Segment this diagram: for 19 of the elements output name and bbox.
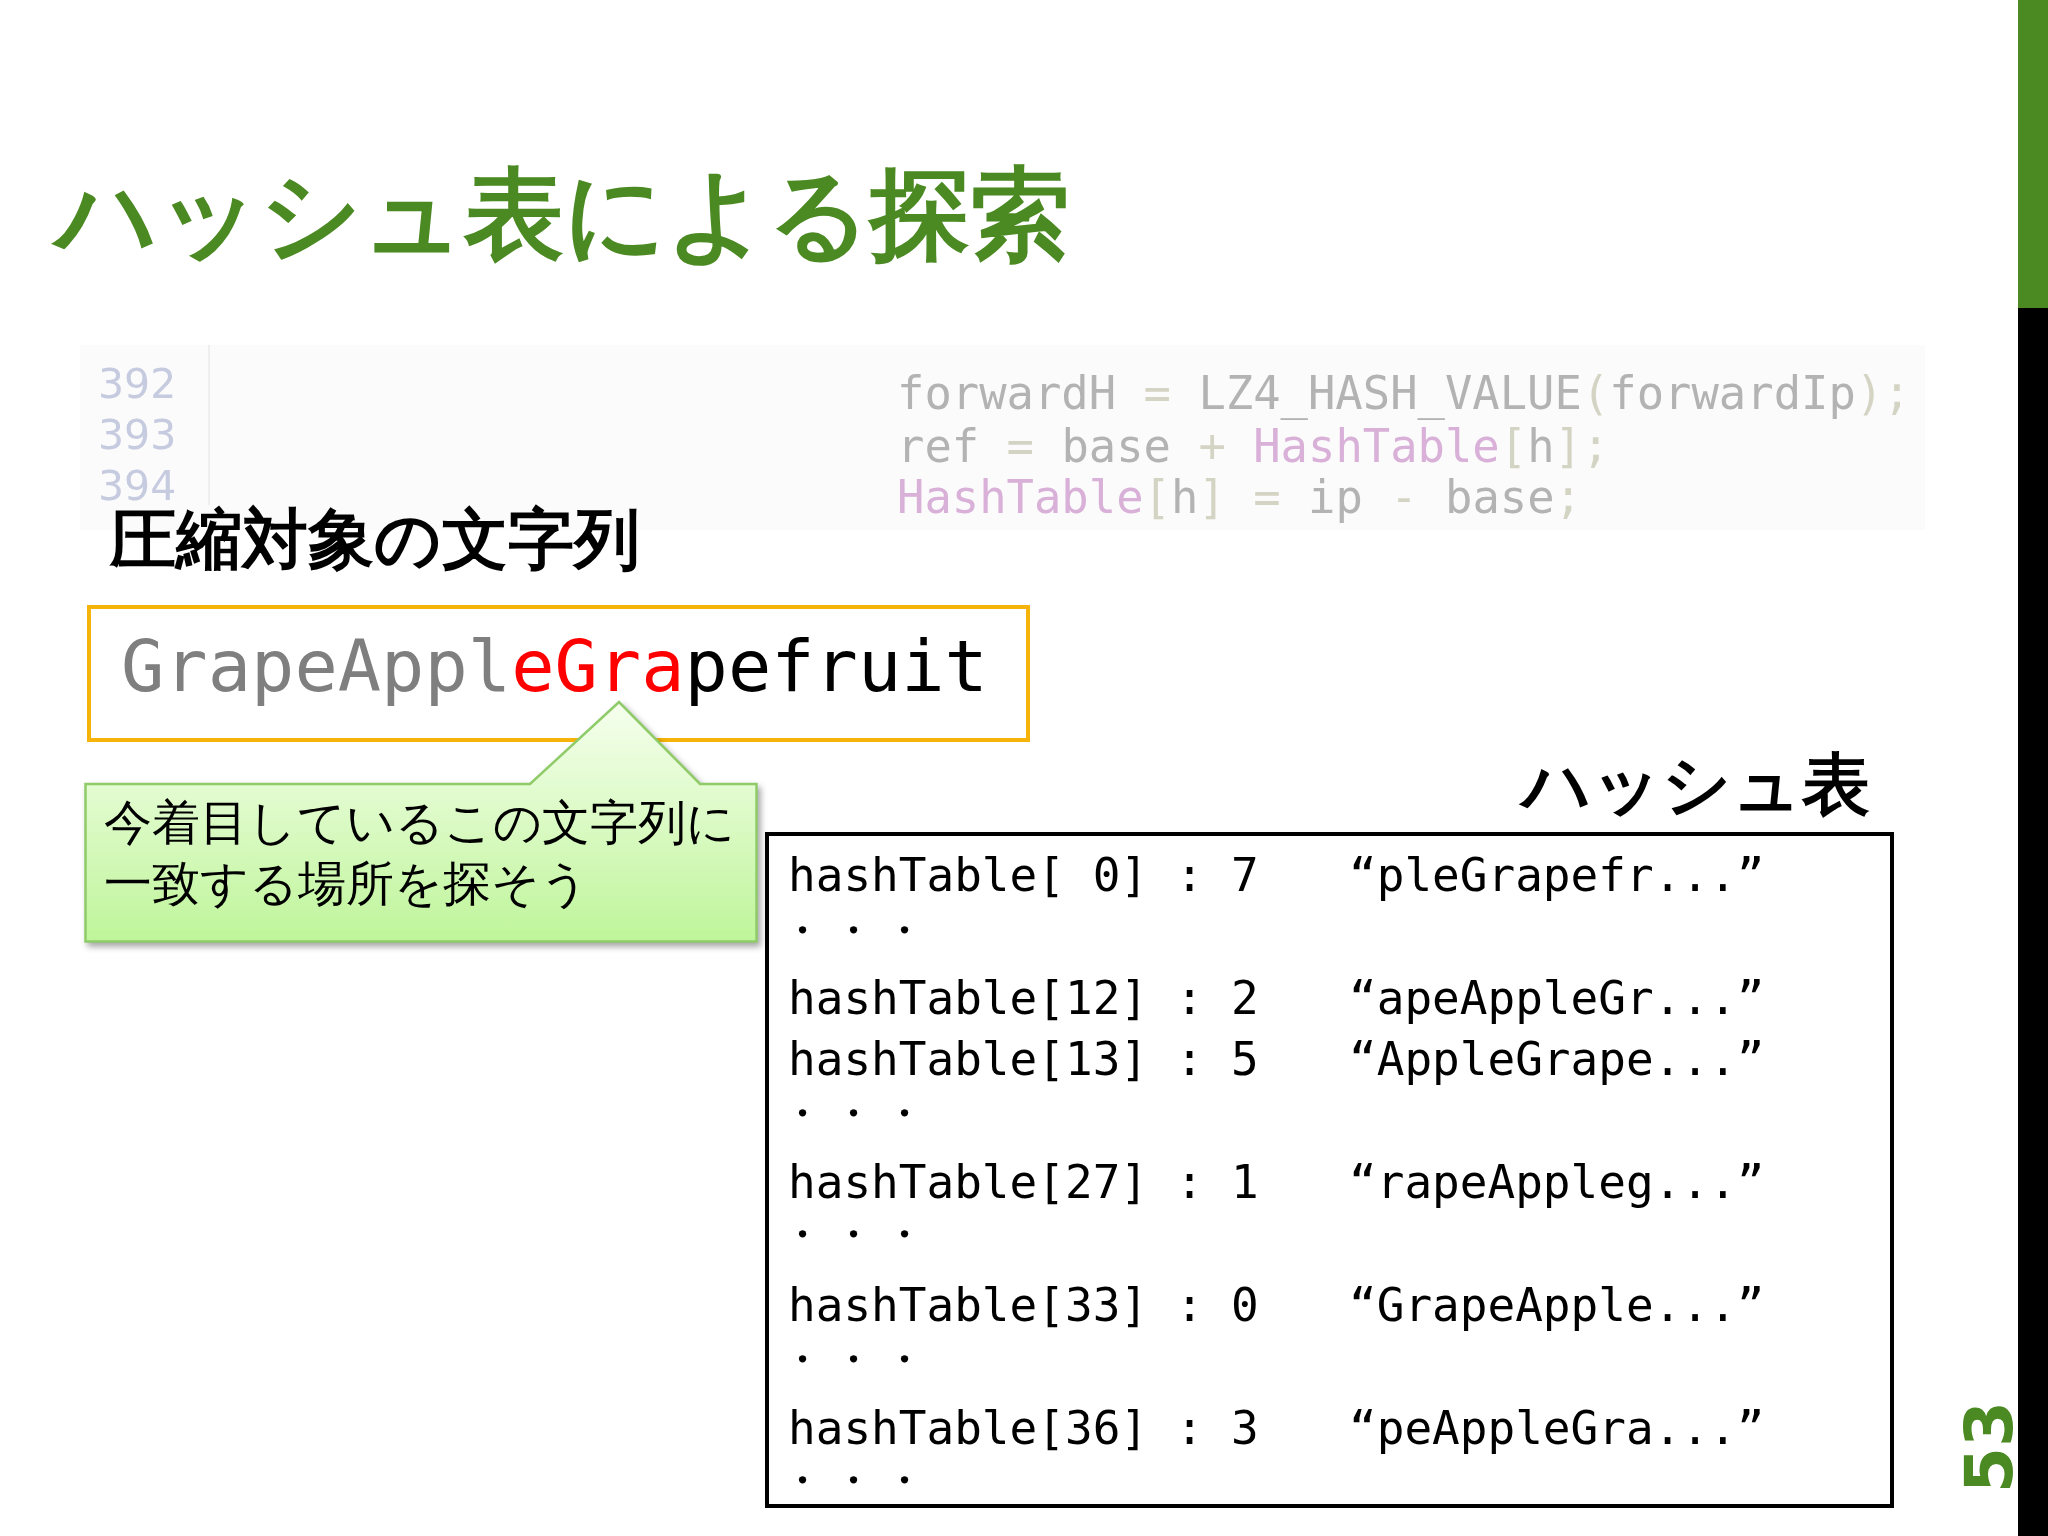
hash-entry-string: “AppleGrape...” (1349, 1031, 1765, 1087)
slide-title: ハッシュ表による探索 (50, 150, 1076, 280)
hash-entry-key: hashTable[33] : 0 (788, 1277, 1259, 1333)
hash-entry-key: hashTable[ 0] : 7 (788, 847, 1259, 903)
callout-text: 今着目しているこの文字列に一致する場所を探そう (104, 793, 736, 913)
hash-entry-string: “GrapeApple...” (1349, 1277, 1765, 1333)
ellipsis-dots: ・・・ (779, 902, 932, 958)
hash-entry-string: “apeAppleGr...” (1349, 970, 1765, 1026)
hash-entry-key: hashTable[13] : 5 (788, 1031, 1259, 1087)
section-heading: 圧縮対象の文字列 (110, 501, 640, 580)
hash-entry-key: hashTable[12] : 2 (788, 970, 1259, 1026)
ellipsis-dots: ・・・ (779, 1085, 932, 1141)
code-line: ref = base + HashTable[h]; (897, 421, 1610, 473)
hash-entry-string: “pleGrapefr...” (1349, 847, 1765, 903)
code-line: forwardH = LZ4_HASH_VALUE(forwardIp); (897, 368, 1911, 420)
hash-entry-string: “peAppleGra...” (1349, 1400, 1765, 1456)
hash-entry-string: “rapeAppleg...” (1349, 1154, 1765, 1210)
ellipsis-dots: ・・・ (779, 1331, 932, 1387)
code-line: HashTable[h] = ip - base; (897, 472, 1582, 524)
